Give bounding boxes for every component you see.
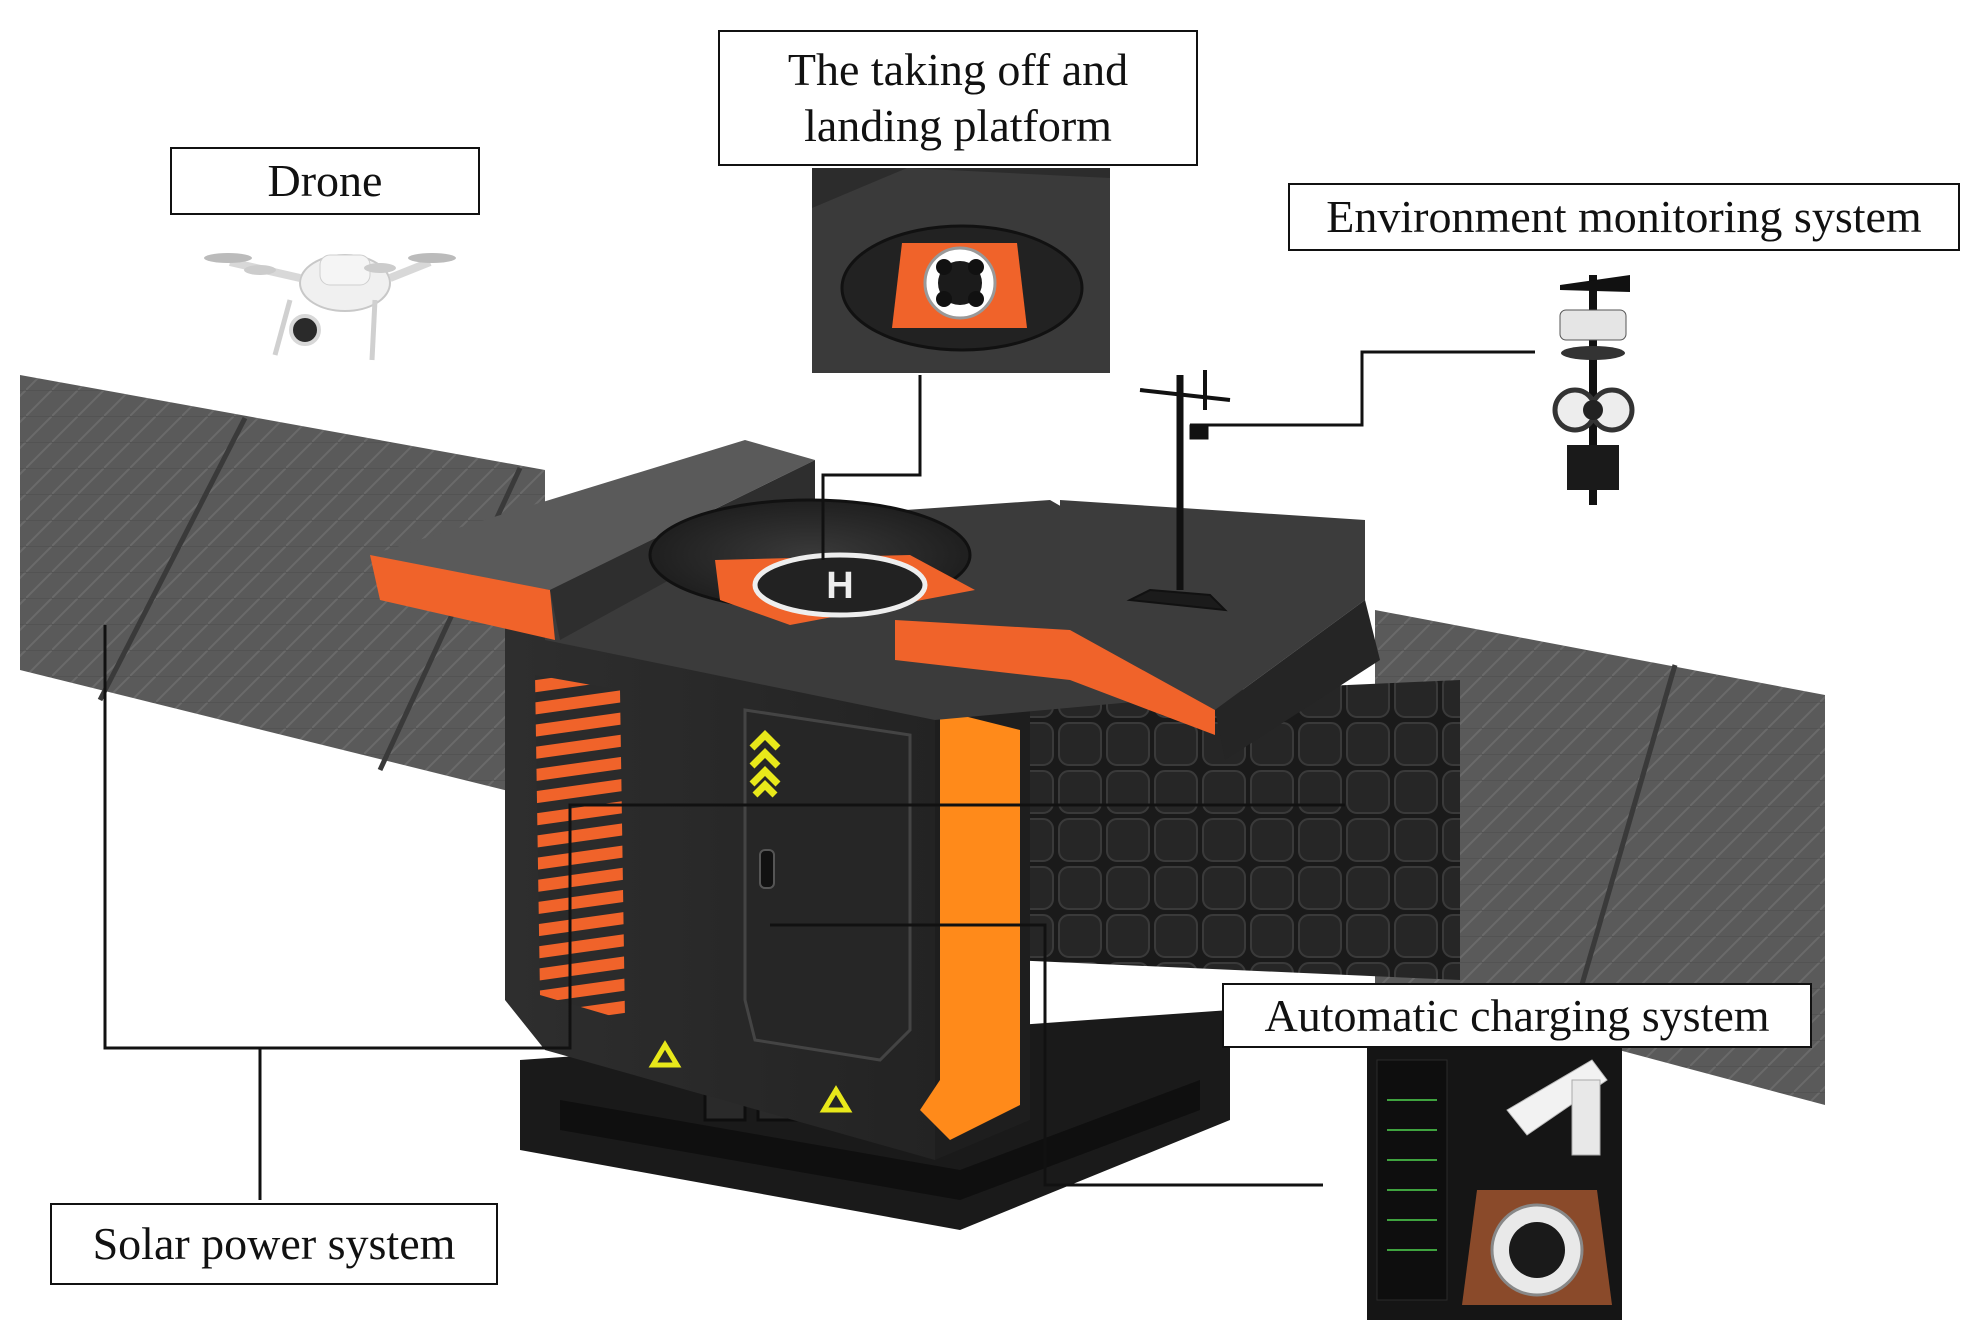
top-deck: H [370,440,1380,760]
environment-leader-line [1190,350,1535,427]
charging-leader-line [770,923,1323,1187]
helipad-h-icon [752,552,928,618]
drone-icon [204,253,456,361]
svg-text:H: H [826,565,853,607]
solar-cell-array [1010,680,1460,980]
station-body [505,615,1030,1160]
solar-left-leader-line [103,625,1345,1050]
drone-label: Drone [170,147,480,215]
striped-vent [535,675,625,1020]
platform-inset-image [812,168,1110,373]
cabinet-door [743,708,912,1062]
charging-label: Automatic charging system [1222,983,1812,1048]
environment-label: Environment monitoring system [1288,183,1960,251]
environment-sensor-icon [1552,275,1635,505]
robot-arm-icon [1506,1059,1608,1136]
warning-arrow-icon [648,1040,682,1068]
chevron-up-icon [749,730,781,798]
platform-label: The taking off and landing platform [718,30,1198,166]
solar-label: Solar power system [50,1203,498,1285]
leader-lines [103,350,1535,1200]
left-solar-panel [20,375,545,800]
platform-leader-line [821,375,922,560]
charging-inset-image [1367,1040,1622,1320]
door-handle [759,849,775,889]
weather-station-icon [1126,370,1231,612]
warning-arrow-icon [819,1085,853,1113]
